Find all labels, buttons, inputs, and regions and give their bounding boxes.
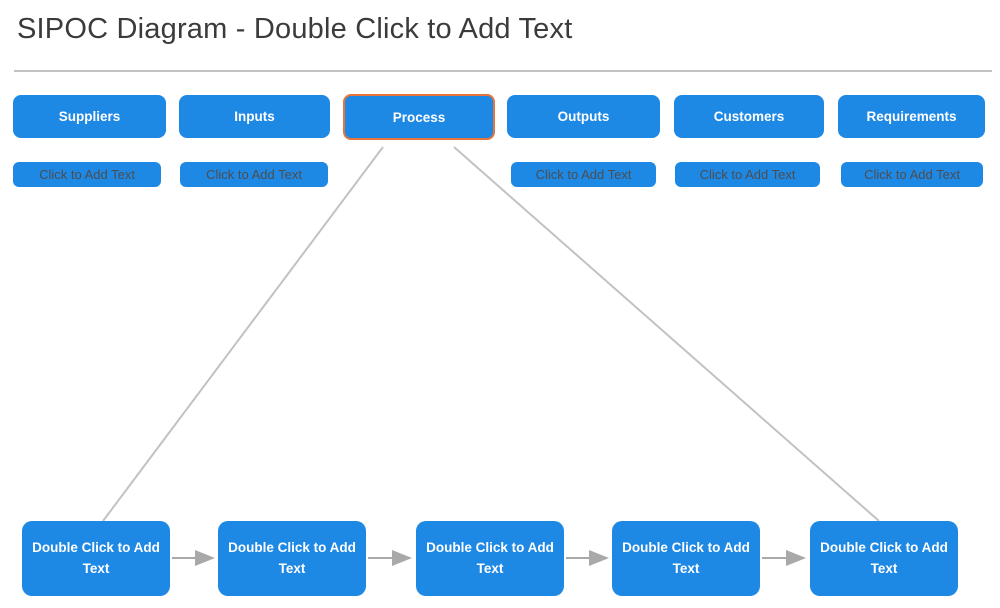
placeholder-inputs[interactable]: Click to Add Text	[180, 162, 328, 187]
placeholder-customers[interactable]: Click to Add Text	[675, 162, 820, 187]
placeholder-requirements[interactable]: Click to Add Text	[841, 162, 983, 187]
header-customers[interactable]: Customers	[674, 95, 824, 138]
header-requirements[interactable]: Requirements	[838, 95, 985, 138]
header-outputs[interactable]: Outputs	[507, 95, 660, 138]
header-suppliers[interactable]: Suppliers	[13, 95, 166, 138]
placeholder-outputs[interactable]: Click to Add Text	[511, 162, 656, 187]
process-connector-right[interactable]	[453, 146, 880, 522]
process-step-3[interactable]: Double Click to Add Text	[416, 521, 564, 596]
process-connector-left[interactable]	[102, 146, 384, 522]
header-process[interactable]: Process	[343, 94, 495, 140]
header-inputs[interactable]: Inputs	[179, 95, 330, 138]
process-step-2[interactable]: Double Click to Add Text	[218, 521, 366, 596]
diagram-title[interactable]: SIPOC Diagram - Double Click to Add Text	[17, 13, 573, 45]
title-separator-line	[14, 70, 992, 72]
placeholder-suppliers[interactable]: Click to Add Text	[13, 162, 161, 187]
process-step-1[interactable]: Double Click to Add Text	[22, 521, 170, 596]
process-step-5[interactable]: Double Click to Add Text	[810, 521, 958, 596]
process-step-4[interactable]: Double Click to Add Text	[612, 521, 760, 596]
